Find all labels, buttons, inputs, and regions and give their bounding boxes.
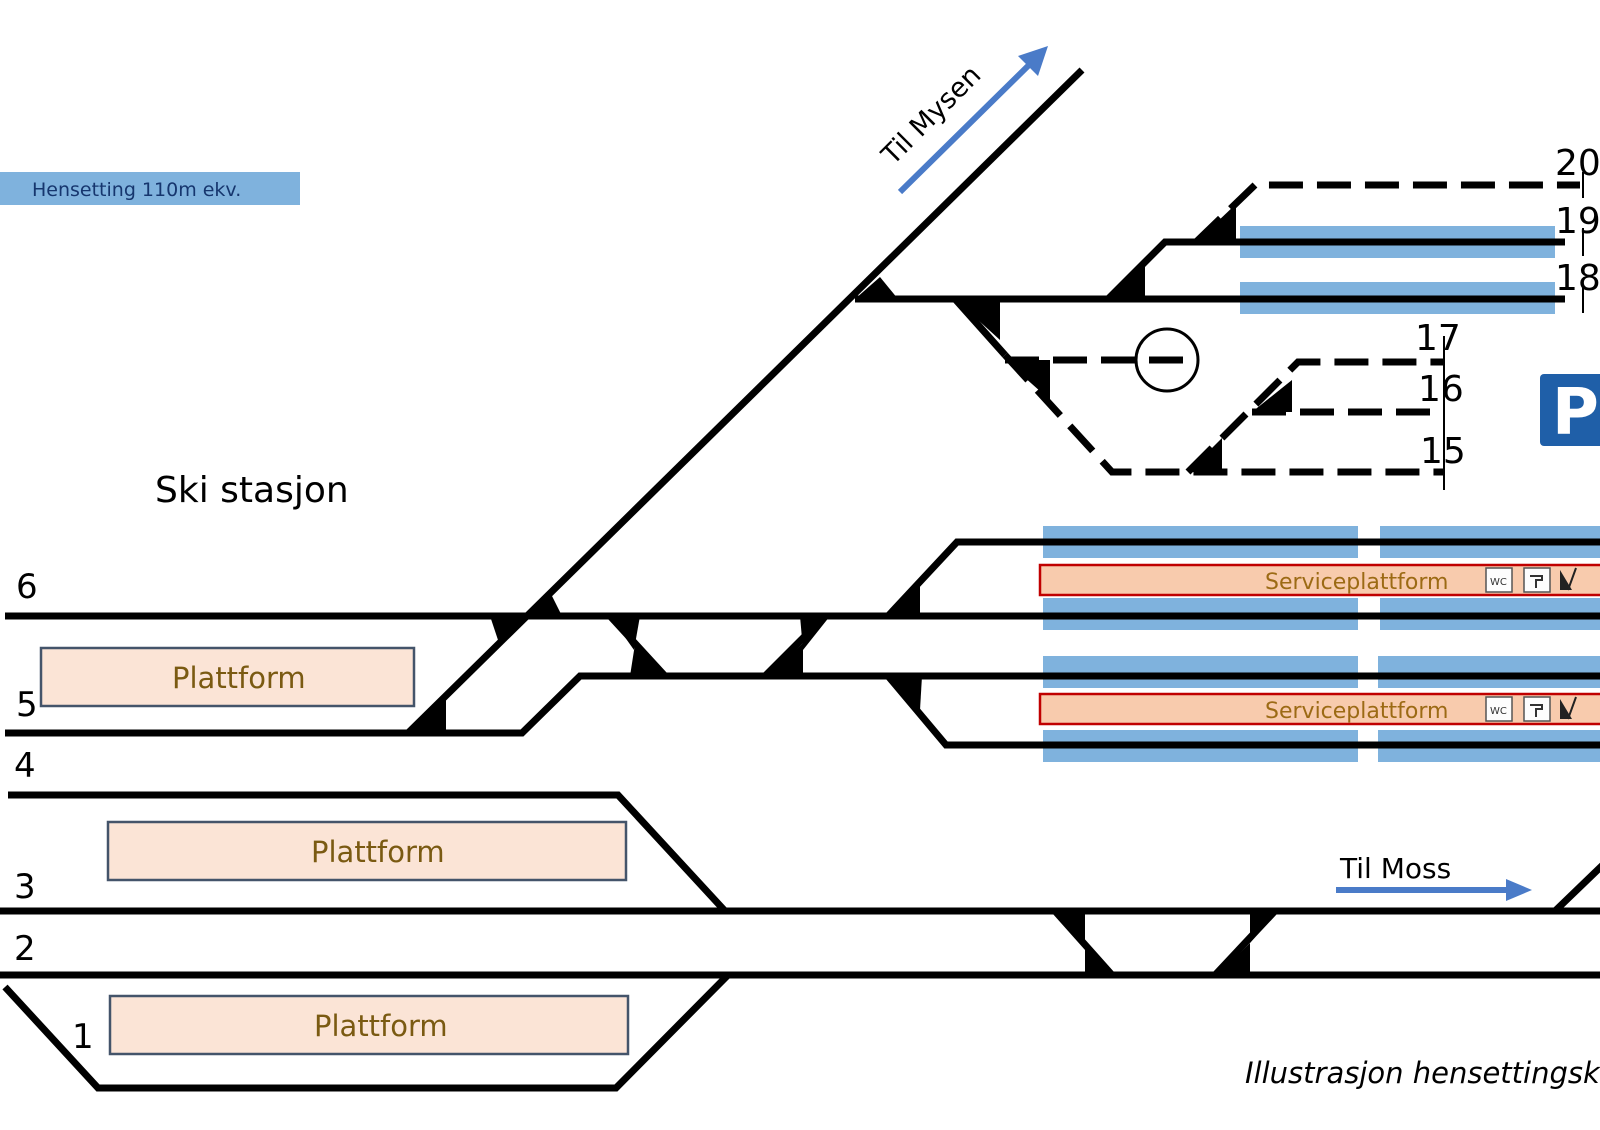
track-number-16: 16 [1418,369,1464,410]
track-number-19: 19 [1555,201,1600,242]
buffer-stop-icon [1134,327,1200,393]
station-label: Ski stasjon [155,470,349,511]
wc-icon: WC [1485,696,1513,722]
track-number-4: 4 [14,746,36,786]
caption: Illustrasjon hensettingska [1245,1056,1600,1090]
parking-symbol: P [1552,376,1599,450]
stabling-band-c1 [1043,656,1358,688]
cleaning-icon [1560,567,1577,591]
platform-1-2 [108,994,630,1056]
track-number-1: 1 [72,1017,94,1057]
to-moss-arrow [1336,879,1532,901]
track-number-2: 2 [14,929,36,969]
svg-text:WC: WC [1490,577,1507,588]
cleaning-icon [1560,696,1577,720]
to-mysen-arrow [897,46,1048,195]
legend-label: Hensetting 110m ekv. [32,179,241,201]
switch-frogs [408,204,1292,975]
legend-swatch [0,172,300,205]
water-tap-icon [1523,567,1551,593]
service-platform-1-label: Serviceplattform [1265,570,1448,595]
track-number-18: 18 [1555,258,1600,299]
track-number-15: 15 [1420,431,1466,472]
platform-5-6-label: Plattform [172,661,306,695]
platform-3-4 [106,820,628,882]
service-platform-2-label: Serviceplattform [1265,699,1448,724]
track-end-markers [1443,172,1584,490]
water-tap-icon [1523,696,1551,722]
to-mysen-label: Til Mysen [875,60,987,172]
track-number-3: 3 [14,867,36,907]
svg-text:WC: WC [1490,706,1507,717]
platform-3-4-label: Plattform [311,835,445,869]
stabling-band-c2 [1378,656,1600,688]
track-number-6: 6 [16,567,38,607]
tracks [0,67,1600,1092]
track-number-17: 17 [1415,318,1461,359]
wc-icon: WC [1485,567,1513,593]
platform-5-6 [39,646,416,708]
track-number-5: 5 [16,685,38,725]
track-number-20: 20 [1555,143,1600,184]
parking-sign [1540,374,1600,446]
to-moss-label: Til Moss [1339,852,1451,885]
platform-1-2-label: Plattform [314,1009,448,1043]
